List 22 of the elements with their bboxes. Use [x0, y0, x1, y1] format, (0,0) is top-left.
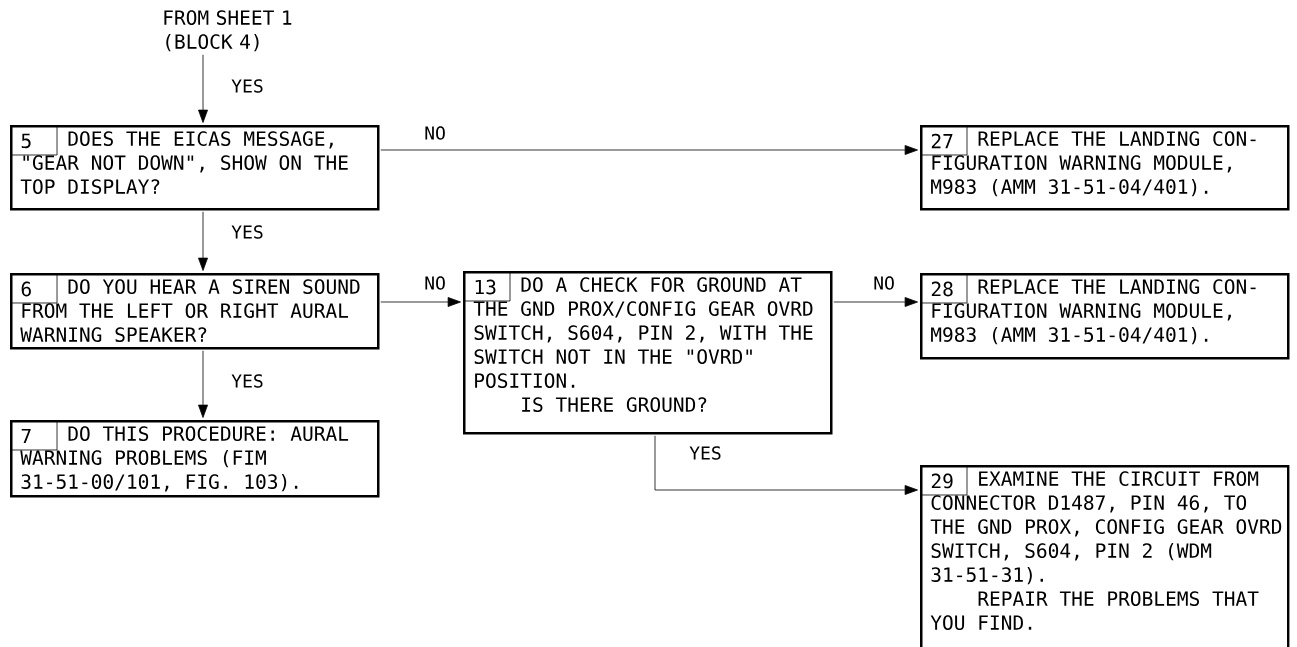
arrow [380, 145, 918, 155]
arrow [198, 350, 208, 418]
step-number-cell: 28 [919, 272, 968, 304]
step-number-cell: 27 [919, 124, 968, 156]
step-number-cell: 7 [9, 419, 58, 451]
step-number-cell: 5 [9, 124, 58, 156]
step-number-cell: 13 [462, 270, 511, 302]
arrow [198, 54, 208, 123]
step-number-cell: 29 [919, 464, 968, 496]
edge-label: YES [230, 78, 265, 94]
arrow [380, 297, 461, 307]
edge-label: YES [688, 445, 723, 461]
arrow [654, 435, 918, 495]
edge-label: NO [872, 275, 896, 291]
edge-label: YES [230, 224, 265, 240]
source-note: FROM SHEET 1 (BLOCK 4) [164, 10, 292, 52]
edge-label: YES [230, 373, 265, 389]
step-number-cell: 6 [9, 272, 58, 304]
arrow [833, 297, 918, 307]
arrow [198, 211, 208, 271]
edge-label: NO [423, 125, 447, 141]
edge-label: NO [423, 275, 447, 291]
